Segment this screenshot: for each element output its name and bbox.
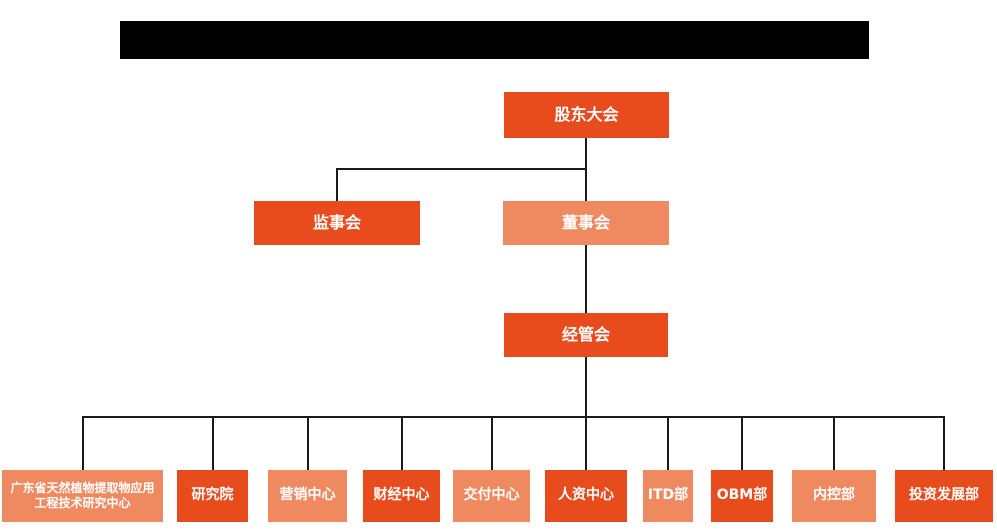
connector-line	[585, 357, 587, 417]
connector-line	[336, 168, 587, 170]
org-node-supervisory-board: 监事会	[254, 201, 420, 245]
org-node-internal-control-department: 内控部	[792, 470, 876, 522]
connector-line	[401, 416, 403, 470]
connector-line	[741, 416, 743, 470]
org-node-management-committee: 经管会	[504, 313, 668, 357]
connector-line	[307, 416, 309, 470]
org-node-research-institute: 研究院	[177, 470, 248, 522]
connector-line	[212, 416, 214, 470]
connector-line	[82, 416, 945, 418]
org-node-marketing-center: 营销中心	[268, 470, 347, 522]
connector-line	[667, 416, 669, 470]
org-node-delivery-center: 交付中心	[453, 470, 530, 522]
org-node-obm-department: OBM部	[711, 470, 773, 522]
connector-line	[336, 168, 338, 201]
connector-line	[833, 416, 835, 470]
org-node-finance-center: 财经中心	[363, 470, 440, 522]
org-node-hr-center: 人资中心	[545, 470, 627, 522]
connector-line	[943, 416, 945, 470]
connector-line	[491, 416, 493, 470]
connector-line	[585, 168, 587, 201]
org-node-investment-development-department: 投资发展部	[895, 470, 993, 522]
org-node-itd-department: ITD部	[643, 470, 693, 522]
connector-line	[585, 416, 587, 470]
connector-line	[585, 245, 587, 313]
org-node-guangdong-research-center: 广东省天然植物提取物应用工程技术研究中心	[2, 470, 163, 522]
connector-line	[82, 416, 84, 470]
org-node-board-of-directors: 董事会	[503, 201, 669, 245]
redacted-title-bar	[120, 21, 869, 59]
connector-line	[585, 138, 587, 169]
org-node-shareholders-meeting: 股东大会	[504, 92, 669, 138]
